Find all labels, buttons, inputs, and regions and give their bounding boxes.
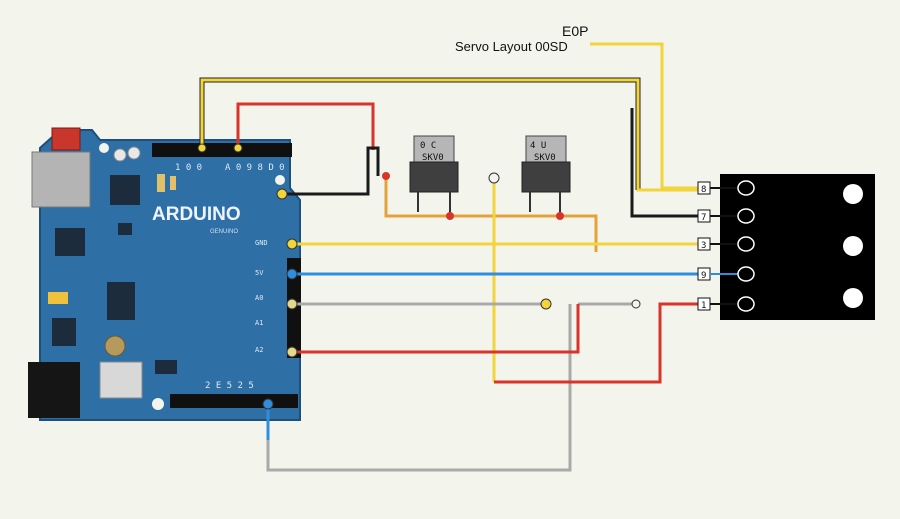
connector-pin-1[interactable]: 8	[697, 180, 755, 196]
led-power	[48, 292, 68, 304]
connector-pin-2[interactable]: 7	[697, 208, 755, 224]
connector-mount-hole	[843, 236, 863, 256]
pin-terminal	[737, 208, 755, 224]
header-line-2: Servo Layout 00SD	[455, 39, 568, 54]
pin-label: 1	[701, 301, 706, 311]
mount-hole	[99, 143, 109, 153]
servo-1-solder	[382, 172, 390, 180]
pin-label-a0: A0	[255, 294, 263, 302]
usb-connector	[31, 151, 91, 208]
connector-block: 8 7 3 9 1	[697, 174, 875, 320]
wire-black-board	[282, 146, 380, 196]
wire-red-bottom	[494, 302, 700, 384]
wire-yellow-header	[590, 42, 700, 190]
pin-label-gnd: GND	[255, 239, 268, 247]
wire-yellow-top	[200, 78, 700, 192]
wire-red-top	[236, 102, 375, 150]
chip-small	[52, 318, 76, 346]
connector-mount-hole	[843, 184, 863, 204]
wire-orange	[384, 176, 598, 252]
header-line-1: E0P	[562, 23, 588, 39]
pin-label: 8	[701, 185, 706, 195]
junction-dot	[286, 298, 298, 310]
junction-dot	[286, 268, 298, 280]
chip-regulator	[55, 228, 85, 256]
reset-button[interactable]	[51, 127, 81, 151]
wire-gray-bottom	[266, 304, 572, 472]
pin-terminal	[737, 236, 755, 252]
junction-dot	[286, 238, 298, 250]
servo-1-body	[409, 161, 459, 193]
arduino-logo: ARDUINO	[152, 204, 241, 225]
pin-label-a1: A1	[255, 319, 263, 327]
junction-dot	[197, 143, 207, 153]
junction-dot	[540, 298, 552, 310]
pin-label: 7	[701, 213, 706, 223]
junction-dot	[233, 143, 243, 153]
top-pin-header	[152, 143, 292, 157]
top-header-labels-right: A 0 9 8 D 0	[225, 163, 285, 173]
crystal	[104, 335, 126, 357]
pin-terminal	[737, 266, 755, 282]
resistor	[157, 174, 165, 192]
pin-label: 9	[701, 271, 706, 281]
junction-dot	[276, 188, 288, 200]
pin-terminal	[737, 180, 755, 196]
junction-dot	[488, 172, 500, 184]
servo-1: 0 C SKV0	[382, 135, 459, 220]
pin-label: 3	[701, 241, 706, 251]
junction-dot	[286, 346, 298, 358]
servo-2-body	[521, 161, 571, 193]
junction-dot	[262, 398, 274, 410]
wire-black-right	[630, 108, 700, 218]
pin-label-5v: 5V	[255, 269, 264, 277]
mount-hole	[152, 398, 164, 410]
power-jack	[28, 362, 80, 418]
mount-hole	[275, 175, 285, 185]
servo-2: 4 U SKV0	[521, 135, 571, 220]
top-header-labels-left: 1 0 0	[175, 163, 202, 173]
junction-dot	[631, 299, 641, 309]
bottom-pin-header	[170, 394, 298, 408]
arduino-sublogo: GENUINO	[210, 229, 238, 235]
wire-red-mid	[292, 304, 580, 354]
capacitor	[127, 146, 141, 160]
bottom-header-labels: 2 E 5 2 5	[205, 381, 254, 391]
servo-1-solder	[446, 212, 454, 220]
led	[118, 223, 132, 235]
chip-main	[107, 282, 135, 320]
chip-atmega16u2	[110, 175, 140, 205]
connector-pin-5[interactable]: 1	[697, 296, 755, 312]
connector-pin-4[interactable]: 9	[697, 266, 755, 282]
servo-2-label: SKV0	[534, 153, 556, 163]
servo-2-top-label: 4 U	[530, 141, 546, 151]
servo-1-label: SKV0	[422, 153, 444, 163]
capacitor	[113, 148, 127, 162]
pin-terminal	[737, 296, 755, 312]
connector-pin-3[interactable]: 3	[697, 236, 755, 252]
arduino-board: ARDUINO GENUINO 1 0 0 A 0 9 8 D 0 2 E 5 …	[28, 127, 301, 421]
servo-1-top-label: 0 C	[420, 141, 436, 151]
pin-label-a2: A2	[255, 346, 263, 354]
connector-mount-hole	[843, 288, 863, 308]
resistor-array	[155, 360, 177, 374]
servo-2-solder	[556, 212, 564, 220]
resistor	[170, 176, 176, 190]
micro-usb	[99, 361, 143, 399]
servo-1-head	[413, 135, 455, 163]
